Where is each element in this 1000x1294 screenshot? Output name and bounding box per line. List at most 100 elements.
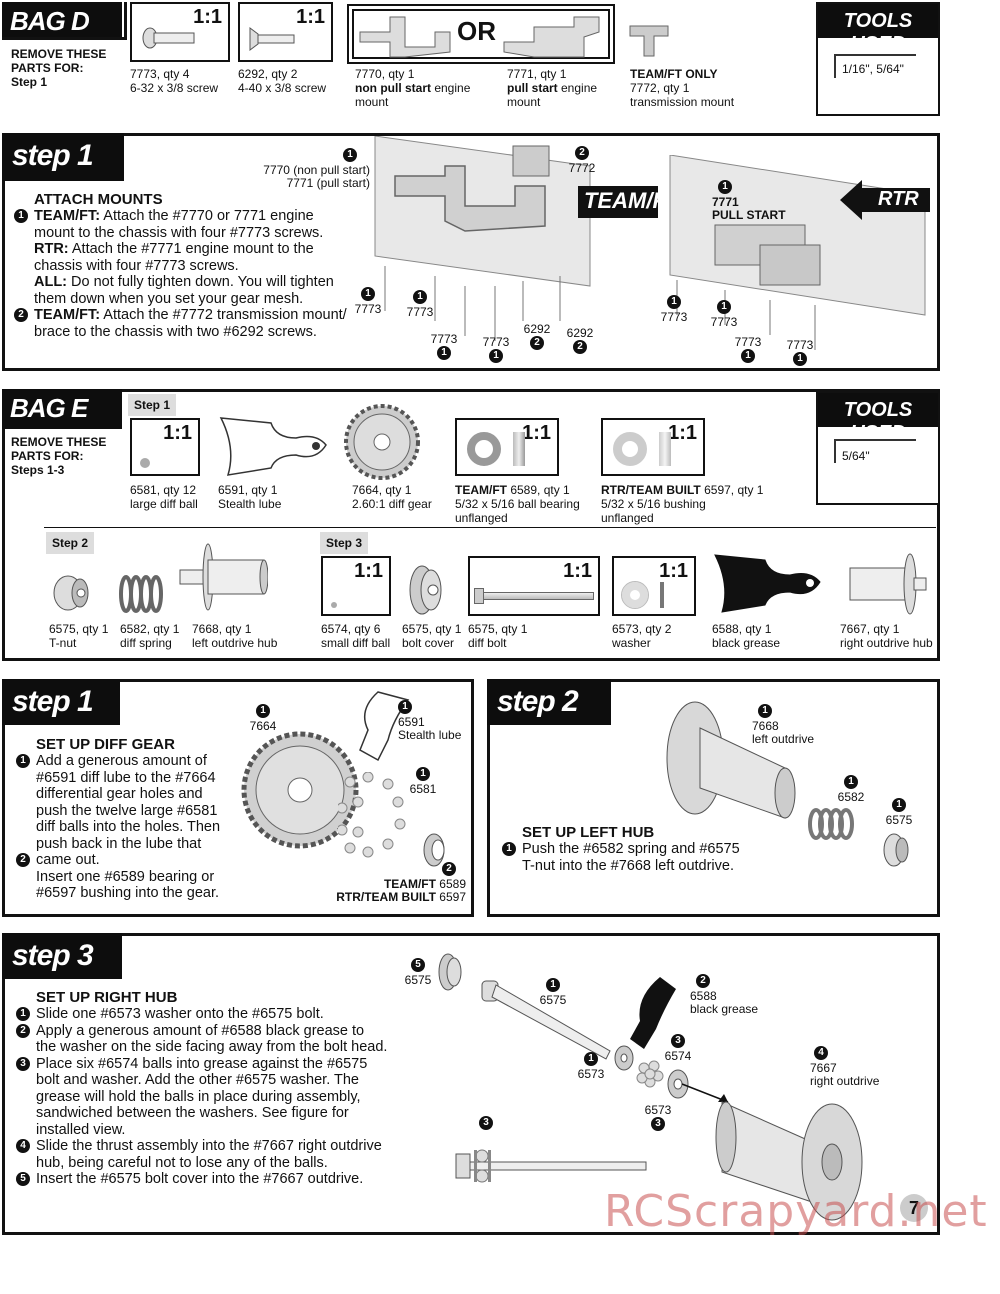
part-7773-qty: 7773, qty 4 [130,67,190,81]
callout-rtr-pull: PULL START [712,208,786,222]
part-6574-qty: 6574, qty 6 [321,622,381,636]
callout-7664-label: 7664 [249,719,277,733]
part-7668-qty: 7668, qty 1 [192,622,252,636]
instruction-text: Insert the #6575 bolt cover into the #76… [36,1171,364,1187]
chassis-team-illustration [374,136,591,341]
bag-e-remove-label: REMOVE THESE PARTS FOR: [11,435,107,463]
part-6574-label: 6574, qty 6 small diff ball [321,622,390,650]
part-7770-type: non pull start [355,81,431,95]
bushing-icon [613,432,647,466]
part-6575-tnut-label: 6575, qty 1 T-nut [49,622,108,650]
watermark: RCScrapyard.net [604,1186,988,1237]
bag-e-step2-tab: Step 2 [46,532,95,554]
scale-label: 1:1 [563,560,592,582]
callout-num-icon: 2 [696,974,710,988]
callout-num-icon: 1 [489,349,503,363]
bag-e-step3-tab: Step 3 [320,532,369,554]
step2-e-tag: step 2 [487,679,611,725]
part-7770-desc: engine [431,81,471,95]
black-grease-icon [714,554,821,613]
callout-mount-line1: 7770 (non pull start) [263,163,370,177]
callout-screw-label: 7773 [482,335,510,349]
bag-e-step1-tab: Step 1 [128,394,177,416]
bag-e-divider [44,527,936,528]
instruction-item: ALL: Do not fully tighten down. You will… [14,274,354,307]
part-7770-qty: 7770, qty 1 [355,67,415,81]
tools-used-label: TOOLS USED [843,10,913,55]
instruction-label: TEAM/FT: [34,307,101,323]
callout-rtr-screw-b: 1 7773 [708,300,740,329]
step1-e-title: SET UP DIFF GEAR [36,736,175,753]
callout-6573-b-label: 6573 [644,1103,672,1117]
bag-d-remove-steps: Step 1 [11,75,48,89]
bag-d-tools-box: TOOLS USED 1/16", 5/64" [816,2,940,116]
callout-num-icon: 1 [256,704,270,718]
spring-illustration [808,808,854,840]
callout-6292-a: 6292 2 [520,323,554,352]
part-7664-desc: 2.60:1 diff gear [352,497,432,511]
diff-bolt-icon [476,592,594,600]
instruction-text: Slide one #6573 washer onto the #6575 bo… [36,1006,324,1022]
part-7773-desc: 6-32 x 3/8 screw [130,81,219,95]
part-6588-desc: black grease [712,636,781,650]
part-6589-label: TEAM/FT 6589, qty 1 5/32 x 5/16 ball bea… [455,483,580,525]
bag-d-remove-label: REMOVE THESE PARTS FOR: [11,47,107,75]
mount-7770-icon [359,16,451,58]
bag-e-label: BAG E [10,393,88,423]
callout-num-icon: 4 [814,1046,828,1060]
hex-key-icon [834,439,916,463]
instruction-text: Apply a generous amount of #6588 black g… [36,1022,388,1056]
tools-used-tag: TOOLS USED [818,4,938,55]
callout-num-icon: 1 [361,287,375,301]
part-6575-cover-desc: bolt cover [402,636,455,650]
callout-rtr-bold: RTR/TEAM BUILT [336,890,436,904]
callout-trans-label: 7772 [568,161,596,175]
step1-e-tag: step 1 [2,679,120,725]
instruction-text: Add a generous amount of #6591 diff lube… [36,753,221,852]
callout-num-icon: 1 [413,290,427,304]
callout-screw-label: 7773 [406,305,434,319]
washer-icon [621,581,649,609]
part-7668-desc: left outdrive hub [192,636,278,650]
callout-num-icon: 1 [717,300,731,314]
callout-num-icon: 2 [573,340,587,354]
team-arrow: TEAM/FT [578,186,679,218]
part-6575-bolt-desc: diff bolt [468,636,507,650]
washer-illustration [614,1045,634,1071]
callout-6573-a-label: 6573 [577,1067,605,1081]
bag-d-header-rule [2,37,127,40]
part-6589-box: 1:1 [455,418,559,476]
part-6597-qty: 6597, qty 1 [700,483,764,497]
scale-label: 1:1 [296,6,325,28]
part-6589-desc2: unflanged [455,511,508,525]
callout-mount-line2: 7771 (pull start) [286,176,370,190]
insert-arrow-icon [681,1083,729,1103]
part-7772-team: TEAM/FT ONLY [630,67,718,81]
callout-screw-label: 7773 [354,302,382,316]
mount-7771-icon [503,16,600,58]
callout-7668-desc: left outdrive [752,732,815,746]
callout-7668-num: 7668 [752,719,779,733]
part-6581-box: 1:1 [130,418,200,476]
callout-6581: 1 6581 [406,767,440,796]
scale-label: 1:1 [522,422,551,444]
callout-6573-b: 6573 3 [641,1104,675,1133]
callout-rtr-screw-c: 7773 1 [732,336,764,365]
callout-6591: 1 6591 Stealth lube [398,700,464,742]
instruction-text: Slide the thrust assembly into the #7667… [36,1138,382,1171]
callout-num-icon: 2 [530,336,544,350]
instruction-text: Push the #6582 spring and #6575 T-nut in… [522,841,740,874]
part-7772-qty: 7772, qty 1 [630,81,690,95]
step-number-icon: 1 [502,842,516,856]
part-6573-label: 6573, qty 2 washer [612,622,671,650]
step-number-icon: 3 [16,1056,30,1071]
callout-6575-bolt-label: 6575 [539,993,567,1007]
callout-6582: 1 6582 [834,775,868,804]
or-label: OR [457,16,496,46]
